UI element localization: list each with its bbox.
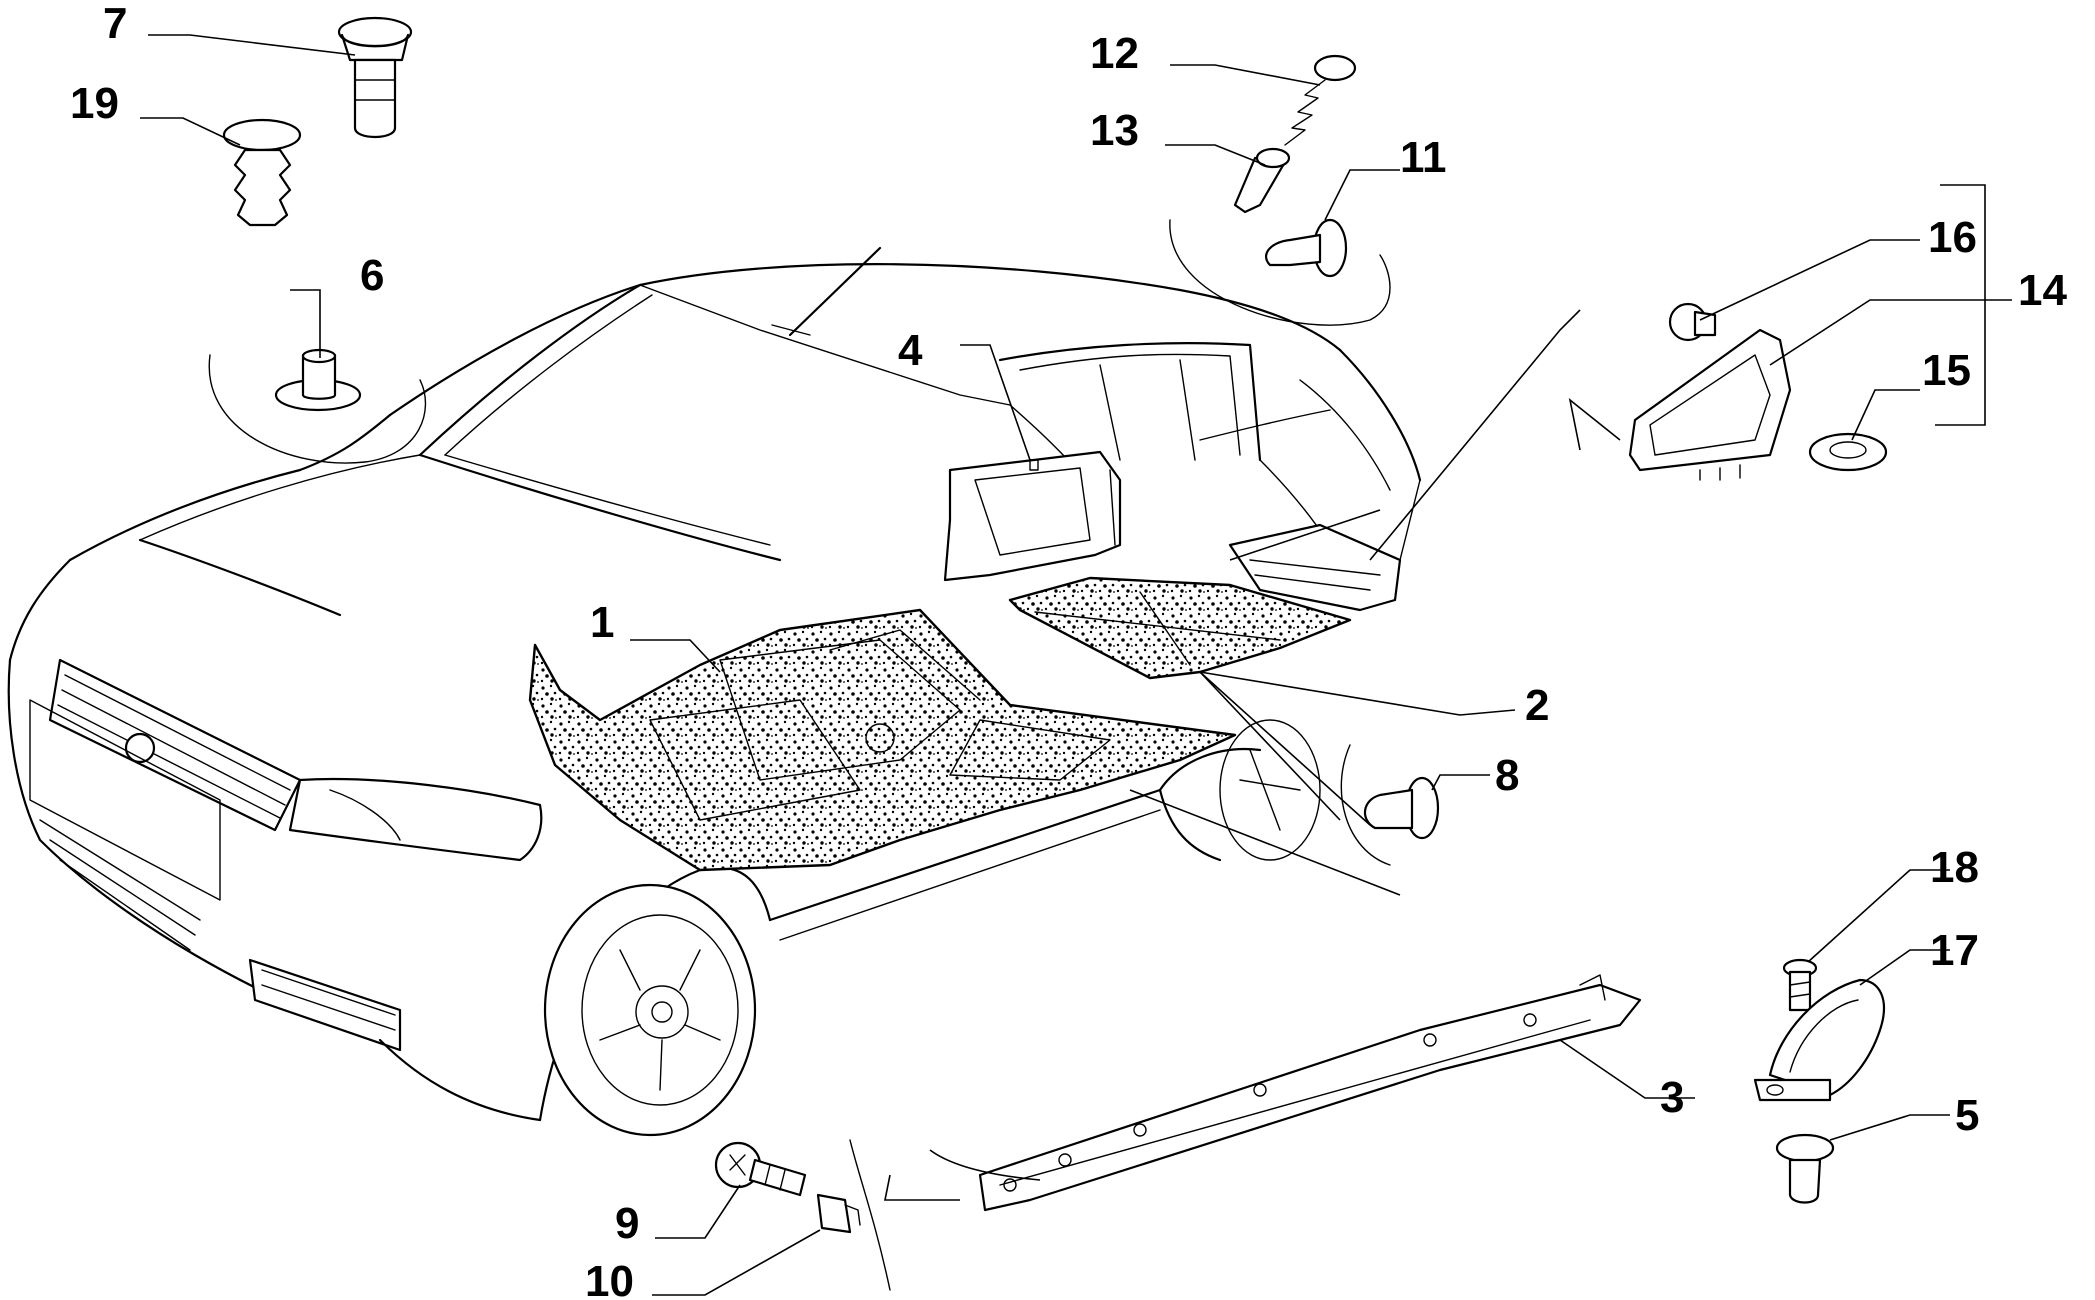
clip-11: [1265, 218, 1348, 278]
spring-pin-12: [1284, 54, 1357, 146]
tie-down-ring-17: [1753, 978, 1885, 1102]
callout-7: 7: [103, 0, 127, 48]
callout-2: 2: [1525, 681, 1549, 730]
push-pin-7: [337, 16, 413, 139]
callout-6: 6: [360, 251, 384, 300]
nut-retainer-6: [274, 348, 362, 412]
stud-16: [1668, 302, 1717, 342]
bolt-9: [714, 1141, 807, 1197]
fir-tree-clip-19: [222, 118, 302, 227]
callout-19: 19: [70, 79, 119, 128]
sill-reinforcement: [978, 974, 1642, 1212]
callout-12: 12: [1090, 29, 1139, 78]
callout-17: 17: [1930, 926, 1979, 975]
screw-18: [1782, 958, 1818, 1012]
callout-13: 13: [1090, 106, 1139, 155]
callout-4: 4: [898, 326, 923, 375]
callout-16: 16: [1928, 213, 1977, 262]
grommet-15: [1808, 432, 1888, 472]
push-rivet-5: [1775, 1133, 1835, 1204]
callout-10: 10: [585, 1257, 634, 1300]
callout-1: 1: [590, 598, 614, 647]
front-floor-carpet: [528, 608, 1237, 872]
rear-floor-carpet: [1008, 576, 1352, 680]
bracket-14: [1628, 328, 1792, 481]
clip-nut-10: [816, 1193, 861, 1234]
car-body: [7, 246, 1422, 1137]
callout-9: 9: [615, 1199, 639, 1248]
callout-11: 11: [1400, 133, 1447, 182]
callout-14: 14: [2018, 266, 2067, 315]
callout-18: 18: [1930, 843, 1979, 892]
callout-3: 3: [1660, 1073, 1684, 1122]
callout-5: 5: [1955, 1091, 1979, 1140]
pin-13: [1233, 147, 1291, 214]
detail-arcs: [208, 219, 1391, 1291]
clip-8: [1364, 776, 1440, 840]
leader-lines: [140, 34, 2012, 1296]
callout-labels: 1 2 3 4 5 6 7 8 9 10 11 12 13 14 15 16 1…: [70, 0, 2067, 1300]
callout-15: 15: [1922, 346, 1971, 395]
callout-8: 8: [1495, 751, 1519, 800]
side-trim-panel: [943, 450, 1122, 582]
